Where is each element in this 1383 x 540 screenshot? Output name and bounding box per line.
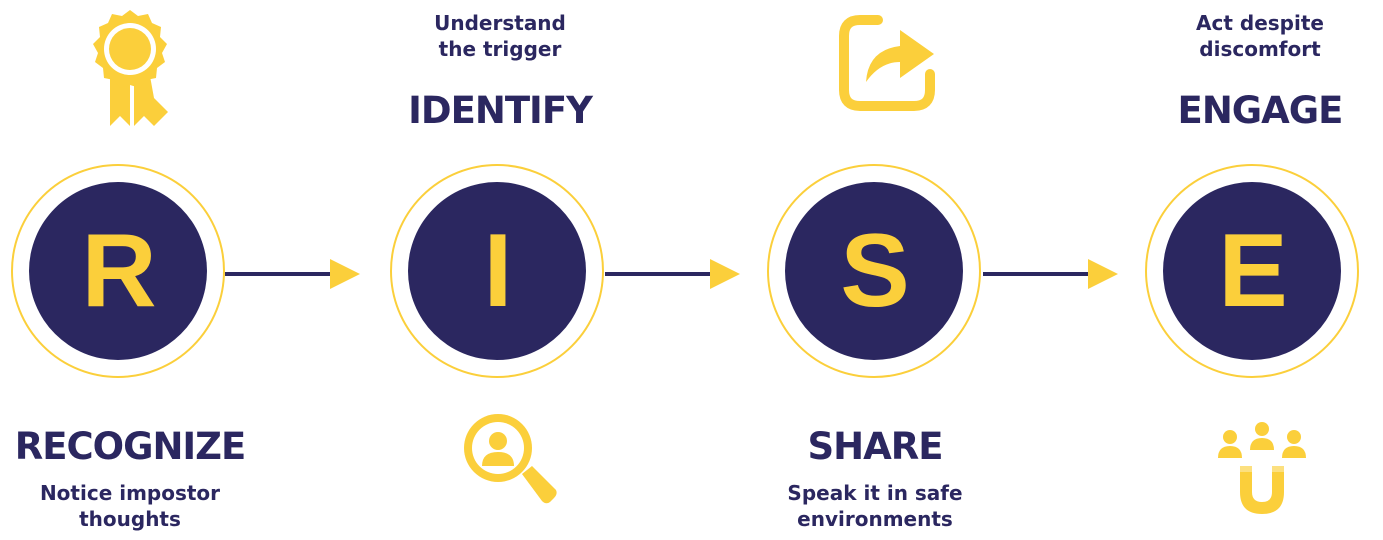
step-i-title: IDENTIFY [408, 89, 593, 132]
step-s-letter: S [840, 213, 909, 329]
search-person-icon [460, 410, 560, 510]
step-i-circle: I [390, 164, 604, 378]
share-icon [838, 12, 938, 112]
step-e-letter: E [1218, 213, 1287, 329]
step-s-disc: S [785, 182, 963, 360]
step-e-desc-line2: discomfort [1199, 37, 1321, 61]
step-s-desc-line1: Speak it in safe [787, 481, 963, 505]
award-ribbon-icon [80, 8, 180, 132]
step-r-circle: R [11, 164, 225, 378]
step-r-title: RECOGNIZE [14, 425, 247, 468]
step-e-circle: E [1145, 164, 1359, 378]
arrow-i-to-s [605, 259, 740, 289]
step-s-title: SHARE [807, 425, 943, 468]
magnet-people-icon [1212, 420, 1312, 520]
step-e-disc: E [1163, 182, 1341, 360]
step-e-desc-line1: Act despite [1196, 11, 1324, 35]
step-r-desc-line1: Notice impostor [39, 481, 221, 505]
arrow-r-to-i [225, 259, 360, 289]
step-i-description: Understand the trigger [380, 10, 620, 62]
step-r-description: Notice impostor thoughts [0, 480, 260, 532]
arrow-s-to-e [983, 259, 1118, 289]
step-e-title: ENGAGE [1177, 89, 1344, 132]
step-s-description: Speak it in safe environments [745, 480, 1005, 532]
step-i-disc: I [408, 182, 586, 360]
step-r-disc: R [29, 182, 207, 360]
step-i-desc-line2: the trigger [438, 37, 562, 61]
step-s-desc-line2: environments [797, 507, 953, 531]
step-s-circle: S [767, 164, 981, 378]
step-r-letter: R [81, 213, 156, 329]
step-i-desc-line1: Understand [434, 11, 566, 35]
step-e-description: Act despite discomfort [1140, 10, 1380, 62]
step-i-letter: I [483, 213, 513, 329]
step-r-desc-line2: thoughts [79, 507, 181, 531]
